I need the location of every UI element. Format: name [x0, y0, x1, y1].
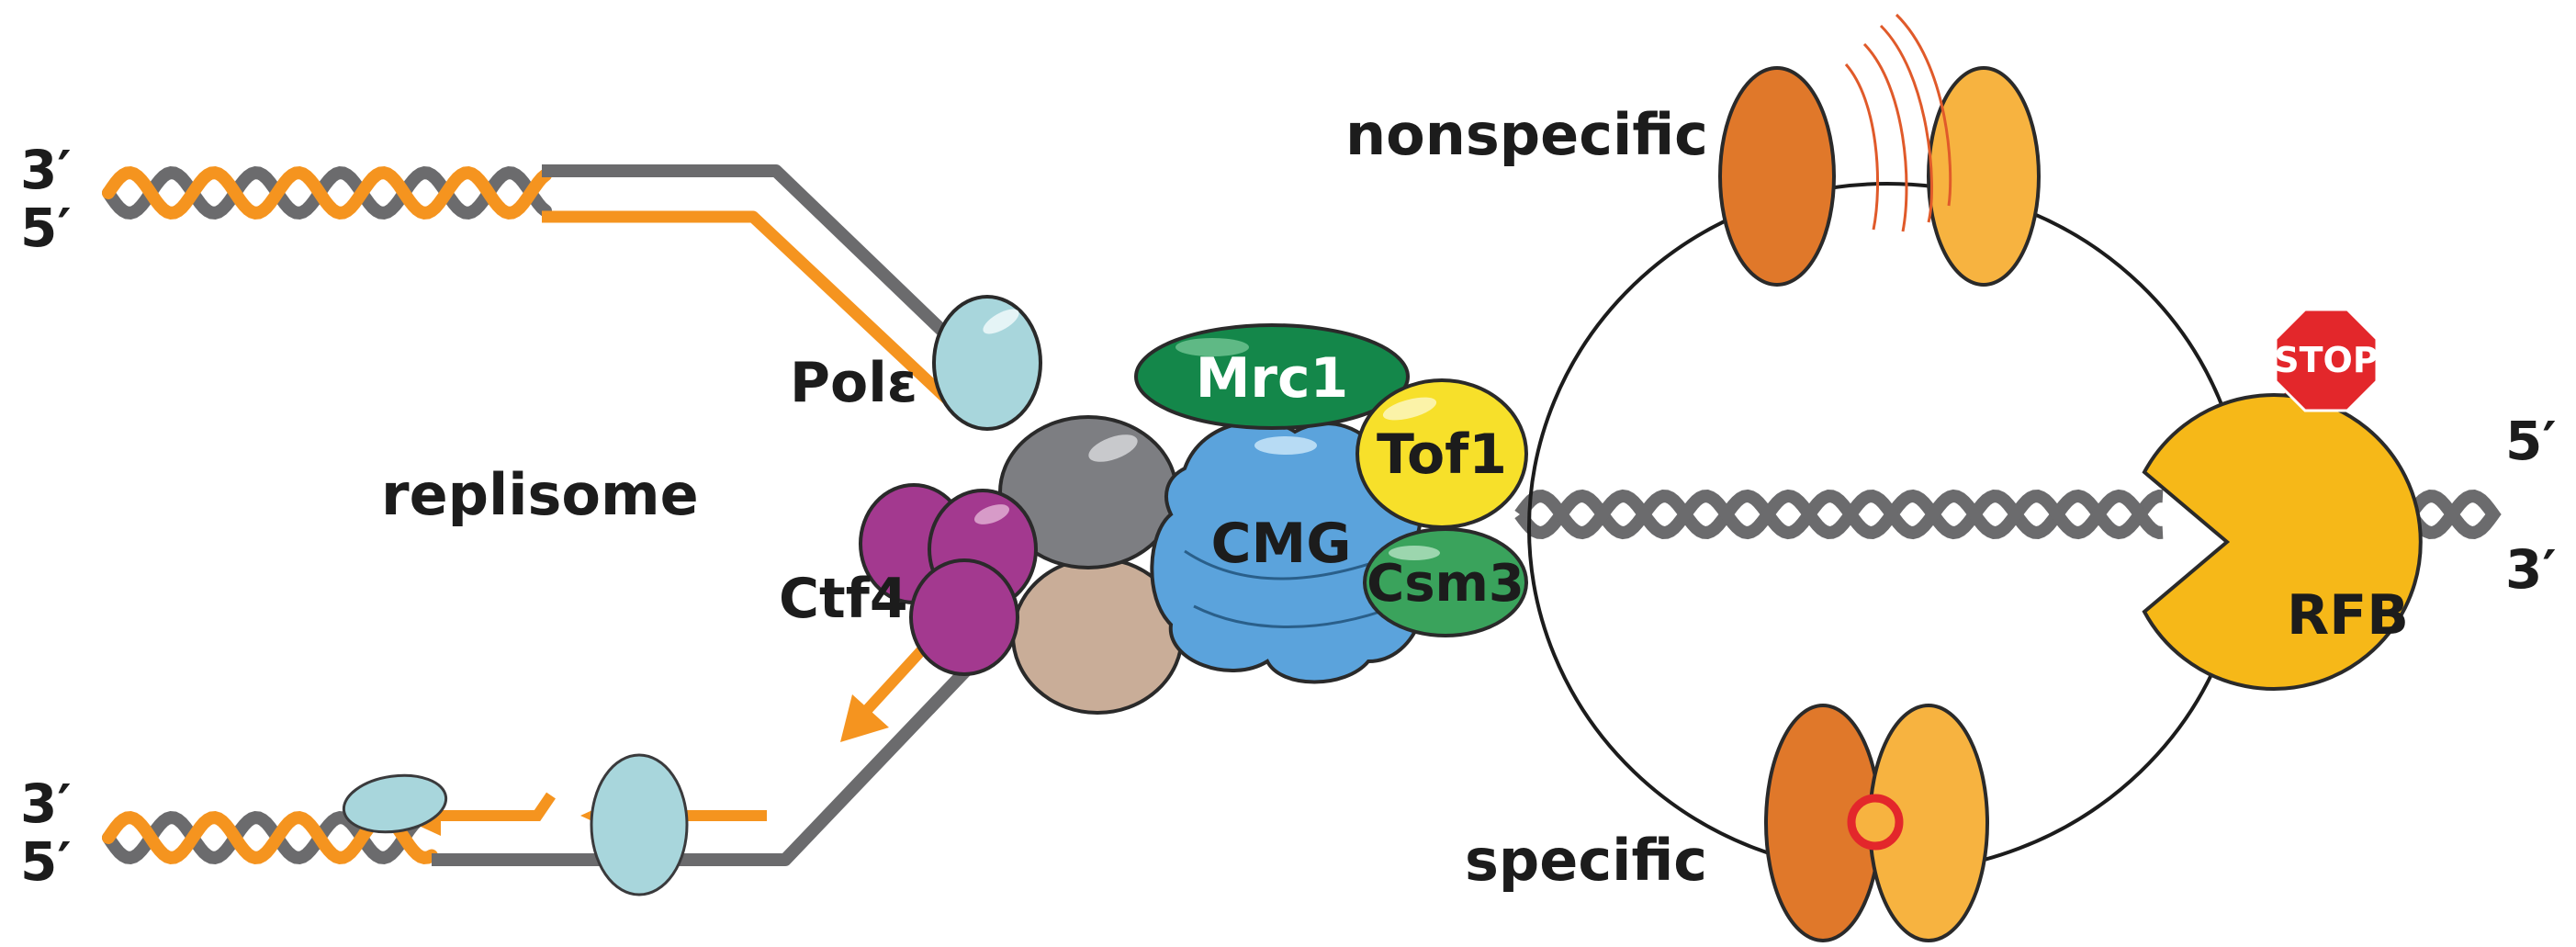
motion-line-2 — [1862, 42, 1908, 232]
specific-binding-site — [1847, 794, 1904, 851]
ctf4-subunit-3 — [909, 558, 1019, 676]
replisome-complex — [859, 295, 1528, 715]
label-tof1: Tof1 — [1377, 423, 1507, 487]
label-right-3prime: 3′ — [2505, 538, 2557, 601]
label-stop: STOP — [2274, 340, 2378, 380]
label-bottom-left-5prime: 5′ — [20, 830, 72, 893]
label-right-5prime: 5′ — [2505, 410, 2557, 472]
cmg-groove-2 — [1193, 604, 1397, 628]
cmg-highlight — [1254, 436, 1317, 455]
bottom-gray-template-strand — [432, 629, 1007, 866]
label-cmg: CMG — [1211, 512, 1352, 576]
label-top-left-3prime: 3′ — [20, 139, 72, 201]
bottom-left-gray-strand — [102, 810, 438, 865]
label-specific: specific — [1465, 827, 1707, 894]
polymerase-oval-small — [342, 773, 448, 834]
label-pol-epsilon: Polε — [790, 351, 917, 415]
top-left-orange-strand — [102, 165, 552, 220]
nonspecific-dark-oval — [1718, 66, 1836, 287]
nonspecific-light-oval — [1927, 66, 2041, 287]
top-left-dna-duplex — [102, 165, 552, 220]
label-ctf4: Ctf4 — [779, 567, 908, 631]
top-left-gray-strand — [102, 165, 552, 220]
mrc1-highlight — [1176, 338, 1249, 356]
label-top-left-5prime: 5′ — [20, 197, 72, 259]
label-bottom-left-3prime: 3′ — [20, 772, 72, 835]
stop-sign — [2274, 308, 2379, 412]
top-orange-leading-strand — [542, 210, 969, 420]
specific-proteins — [1764, 704, 1989, 942]
label-nonspecific: nonspecific — [1345, 101, 1708, 168]
csm3-highlight — [1389, 546, 1440, 560]
right-strand-b — [1514, 489, 2164, 540]
label-rfb: RFB — [2287, 583, 2409, 648]
okazaki-fragments — [397, 792, 767, 836]
polymerase-oval-lagging — [590, 753, 689, 896]
top-gray-template-strand — [542, 164, 996, 384]
nonspecific-proteins — [1718, 13, 2041, 287]
rfb-barrier — [2142, 308, 2423, 691]
motion-line-1 — [1844, 63, 1880, 231]
pol-epsilon — [932, 295, 1042, 431]
okazaki-fragment-1 — [418, 792, 556, 821]
tof1-highlight — [1382, 397, 1437, 421]
gray-subunit-highlight — [1088, 434, 1138, 462]
label-csm3: Csm3 — [1367, 554, 1524, 614]
pol-epsilon-highlight — [983, 309, 1019, 334]
ctf4-highlight — [973, 504, 1010, 524]
label-mrc1: Mrc1 — [1196, 346, 1349, 411]
motion-line-3 — [1879, 24, 1933, 223]
rfb-pacman — [2142, 393, 2423, 691]
motion-line-4 — [1895, 13, 1952, 207]
label-replisome: replisome — [381, 461, 699, 528]
